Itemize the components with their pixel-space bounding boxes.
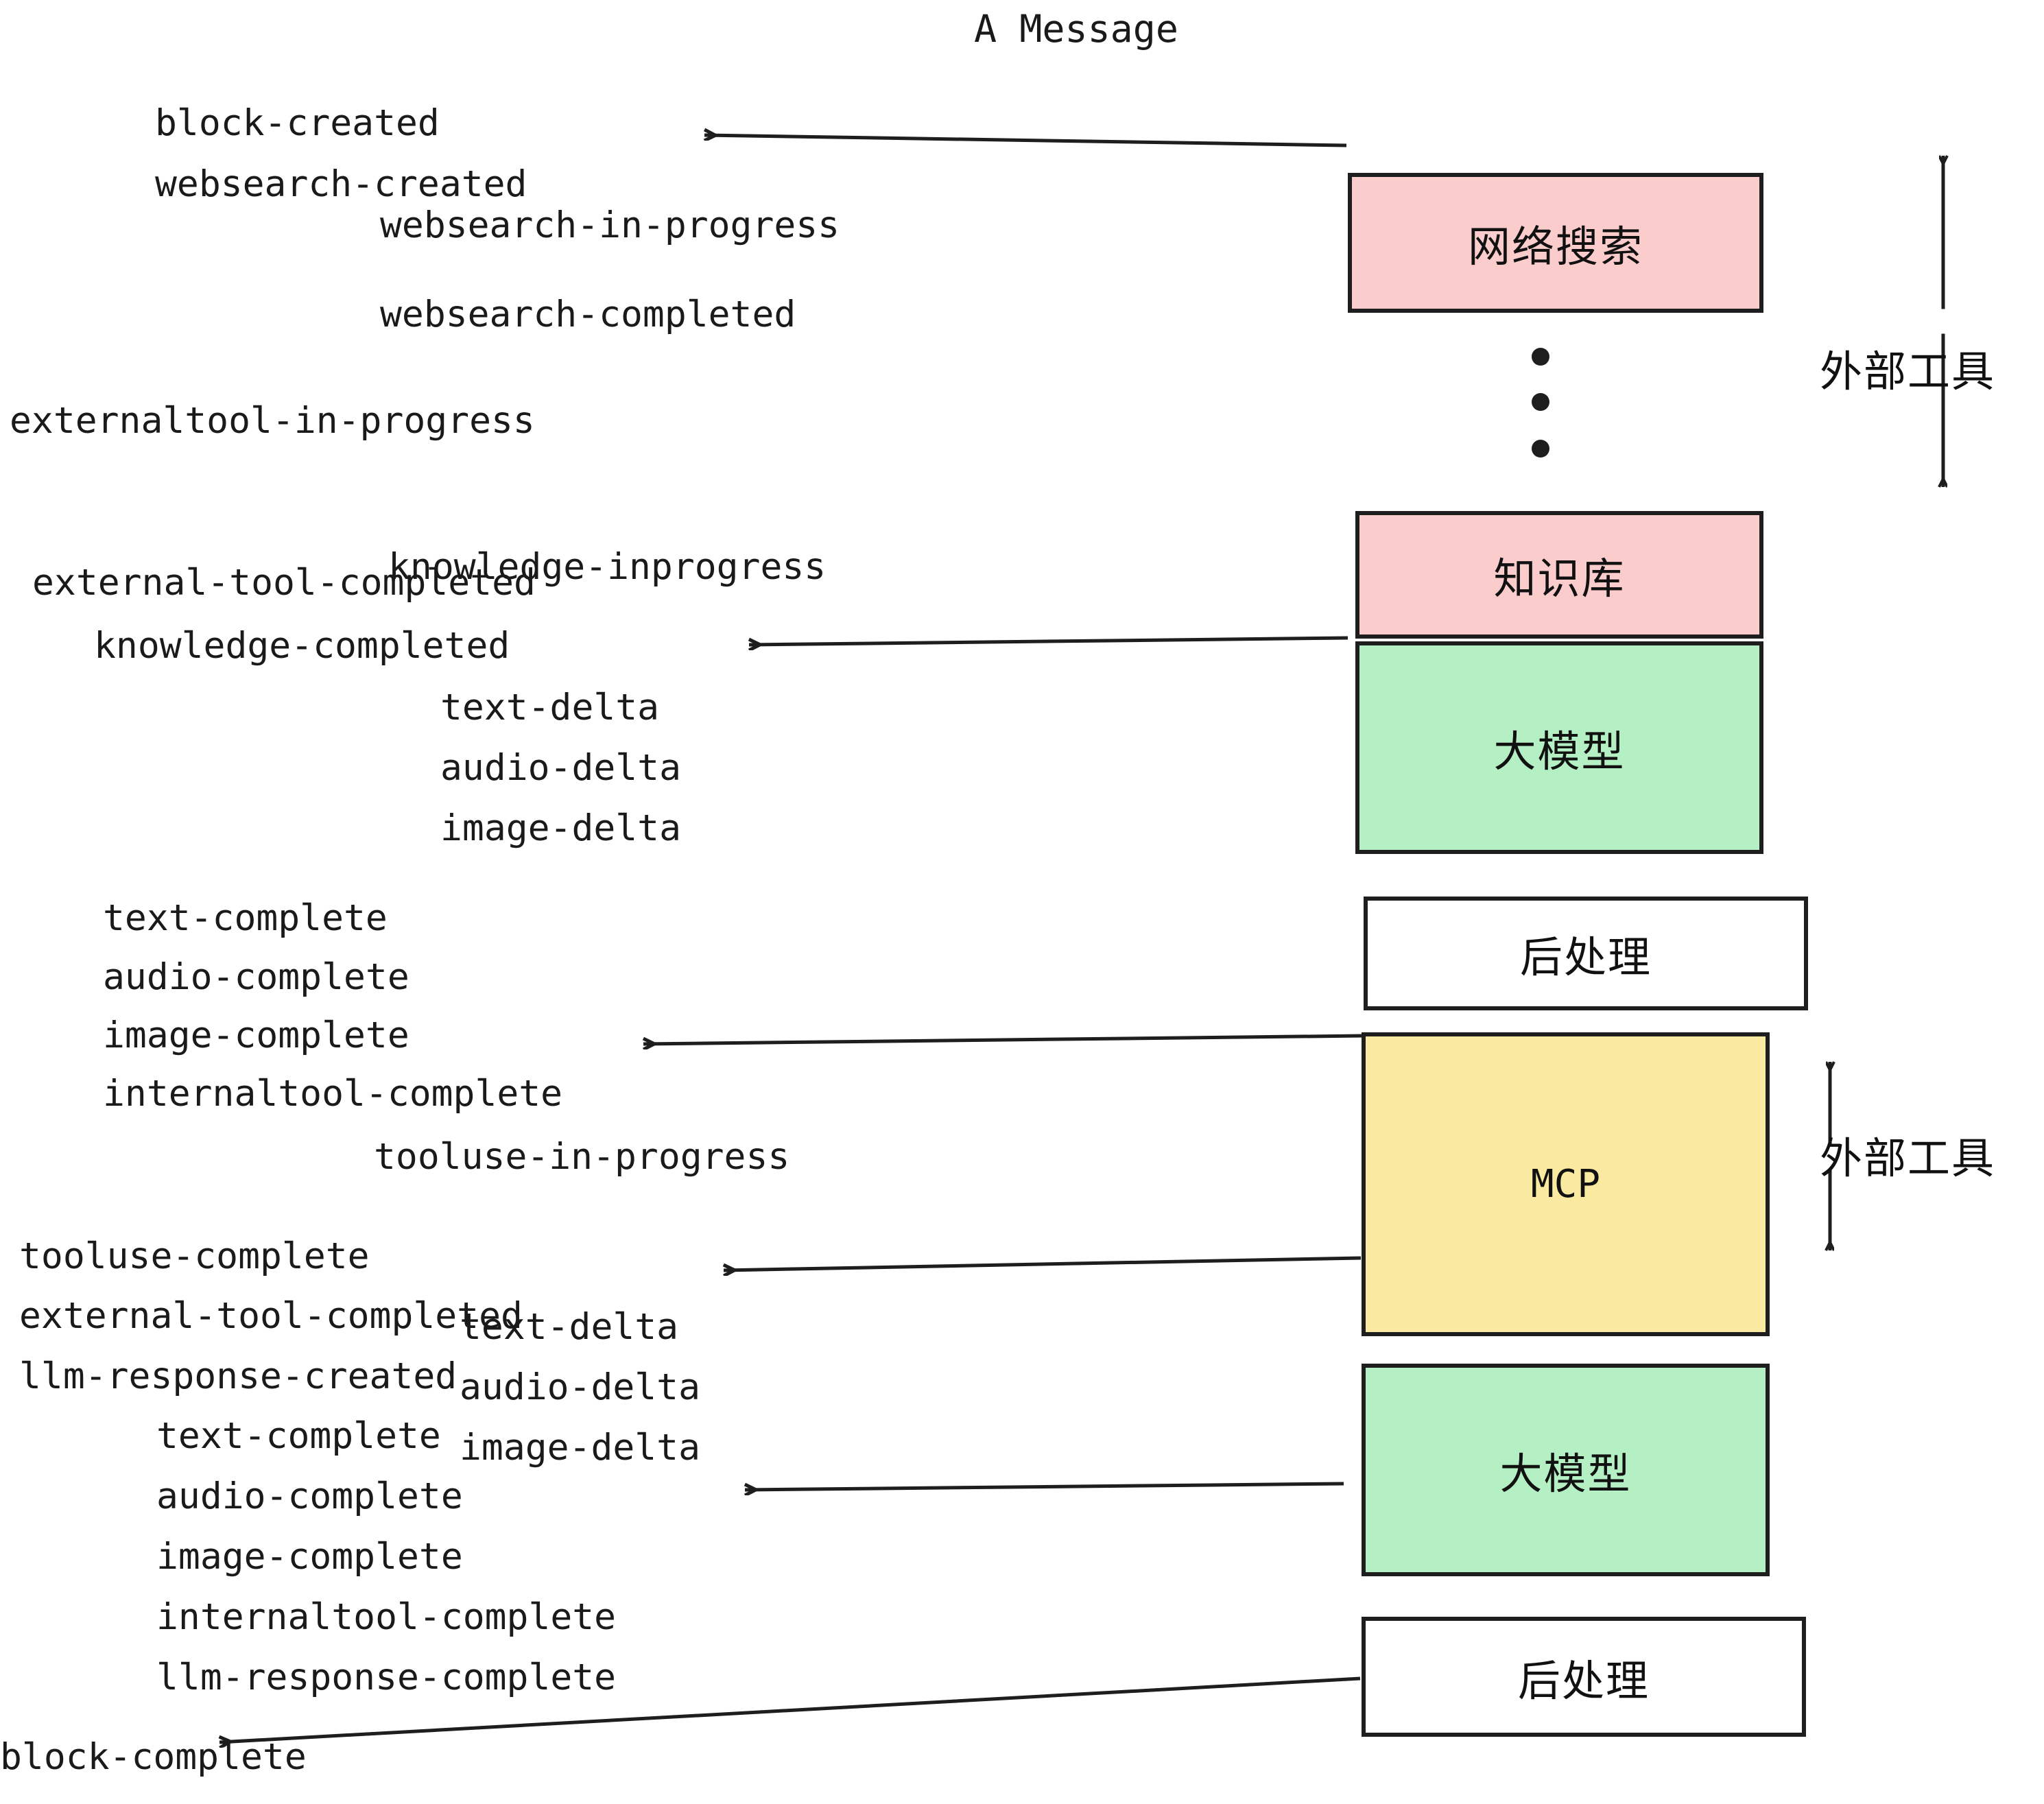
event-label-image-delta-2: image-delta <box>460 1427 700 1469</box>
box-label-post-bottom: 后处理 <box>1517 1655 1650 1706</box>
arrow-arrow-block-created <box>704 135 1347 147</box>
box-llm-top: 大模型 <box>1355 641 1763 854</box>
event-label-block-created: block-created <box>155 102 440 144</box>
event-label-internaltool-complete-2: internaltool-complete <box>156 1596 617 1638</box>
arrow-arrow-audio-complete <box>745 1482 1344 1490</box>
box-knowledge: 知识库 <box>1355 511 1763 639</box>
ellipsis-dot-1 <box>1532 348 1549 366</box>
ellipsis-dot-3 <box>1532 440 1549 458</box>
side-label-external-tool-top: 外部工具 <box>1820 346 1996 396</box>
event-label-image-complete-1: image-complete <box>103 1014 409 1056</box>
box-label-mcp: MCP <box>1530 1162 1601 1207</box>
arrow-arrow-tooluse-done <box>724 1256 1362 1270</box>
event-label-audio-delta-1: audio-delta <box>440 747 681 789</box>
event-label-block-complete: block-complete <box>0 1736 307 1778</box>
box-mcp: MCP <box>1362 1032 1770 1336</box>
event-label-text-delta-2: text-delta <box>460 1306 679 1348</box>
event-label-websearch-created: websearch-created <box>155 163 527 205</box>
ellipsis-dot-2 <box>1532 393 1549 411</box>
box-label-llm-top: 大模型 <box>1493 726 1626 776</box>
box-label-post-top: 后处理 <box>1519 932 1652 982</box>
event-label-llm-response-complete: llm-response-complete <box>156 1657 617 1698</box>
box-label-llm-bottom: 大模型 <box>1499 1449 1632 1499</box>
box-websearch: 网络搜索 <box>1348 173 1763 313</box>
event-label-tooluse-in-progress: tooluse-in-progress <box>374 1136 790 1178</box>
side-label-external-tool-bottom: 外部工具 <box>1820 1133 1996 1183</box>
event-label-knowledge-inprogress: knowledge-inprogress <box>388 546 827 588</box>
event-label-internaltool-complete-1: internaltool-complete <box>103 1073 563 1115</box>
event-label-externaltool-in-progress: externaltool-in-progress <box>10 400 535 442</box>
box-post-top: 后处理 <box>1364 897 1808 1010</box>
arrow-arrow-image-complete <box>643 1034 1364 1044</box>
event-label-audio-complete-1: audio-complete <box>103 956 409 998</box>
box-post-bottom: 后处理 <box>1362 1617 1806 1737</box>
page-title: A Message <box>974 7 1179 51</box>
event-label-knowledge-completed: knowledge-completed <box>94 625 510 667</box>
event-label-websearch-completed: websearch-completed <box>380 294 796 335</box>
event-label-text-complete-1: text-complete <box>103 897 388 939</box>
event-label-text-delta-1: text-delta <box>440 687 660 728</box>
box-llm-bottom: 大模型 <box>1362 1364 1770 1576</box>
event-label-websearch-in-progress: websearch-in-progress <box>380 204 840 246</box>
arrow-arrow-knowledge-done <box>749 636 1348 645</box>
event-label-tooluse-complete: tooluse-complete <box>19 1235 370 1277</box>
box-label-knowledge: 知识库 <box>1493 554 1626 604</box>
event-label-external-tool-completed-2: external-tool-completed <box>19 1295 523 1337</box>
event-label-llm-response-created: llm-response-created <box>19 1355 457 1397</box>
event-label-text-complete-2: text-complete <box>156 1415 441 1457</box>
box-label-websearch: 网络搜索 <box>1467 222 1643 272</box>
event-label-audio-complete-2: audio-complete <box>156 1475 463 1517</box>
event-label-image-delta-1: image-delta <box>440 807 681 849</box>
event-label-image-complete-2: image-complete <box>156 1536 463 1578</box>
event-label-audio-delta-2: audio-delta <box>460 1366 700 1408</box>
event-label-external-tool-completed-1: external-tool-completed <box>32 562 536 604</box>
